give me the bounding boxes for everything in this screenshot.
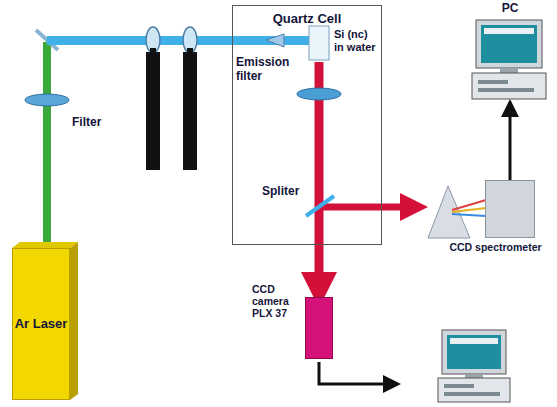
data-arrow [509, 102, 512, 180]
quartz-cell-box: Quartz CellSi (nc) in water [232, 5, 382, 245]
data-arrow [319, 362, 392, 384]
node-text: PC [468, 2, 552, 16]
part-label: Emission filter [236, 56, 300, 84]
laser-side [70, 242, 78, 400]
device-body [305, 297, 333, 359]
sample-label: Si (nc) in water [334, 28, 380, 53]
cuvette [309, 26, 329, 60]
dispersed-light [452, 214, 486, 216]
lens-mount [150, 48, 156, 54]
lens [183, 27, 197, 53]
pc-icon [472, 20, 546, 99]
pc-node: PC [468, 2, 552, 102]
lens-post [146, 52, 160, 170]
laser-box: Ar Laser [12, 248, 70, 400]
camera-node: CCD camera PLX 37 [252, 283, 338, 363]
node-text: CCD spectrometer [438, 241, 553, 253]
lens [146, 27, 160, 53]
node-text: Ar Laser [15, 317, 68, 332]
emission-filter [266, 34, 284, 47]
pc-icon [438, 330, 510, 402]
spectrometer-node: CCD spectrometer [438, 180, 553, 258]
part-label: Spliter [262, 185, 312, 199]
node-text: CCD camera PLX 37 [252, 283, 302, 319]
green-beam [43, 42, 51, 242]
node-text: Quartz Cell [233, 12, 381, 27]
lens-post [183, 52, 197, 170]
beam-splitter [306, 196, 334, 216]
red-beam [319, 204, 414, 211]
device-body [485, 180, 535, 238]
prism [428, 186, 470, 238]
filter-lens [25, 94, 69, 106]
node-text: Si (nc) in water [334, 28, 380, 53]
part-label: Filter [72, 116, 132, 130]
lens-mount [187, 48, 193, 54]
collection-lens [297, 88, 341, 100]
dispersed-light [452, 208, 486, 212]
